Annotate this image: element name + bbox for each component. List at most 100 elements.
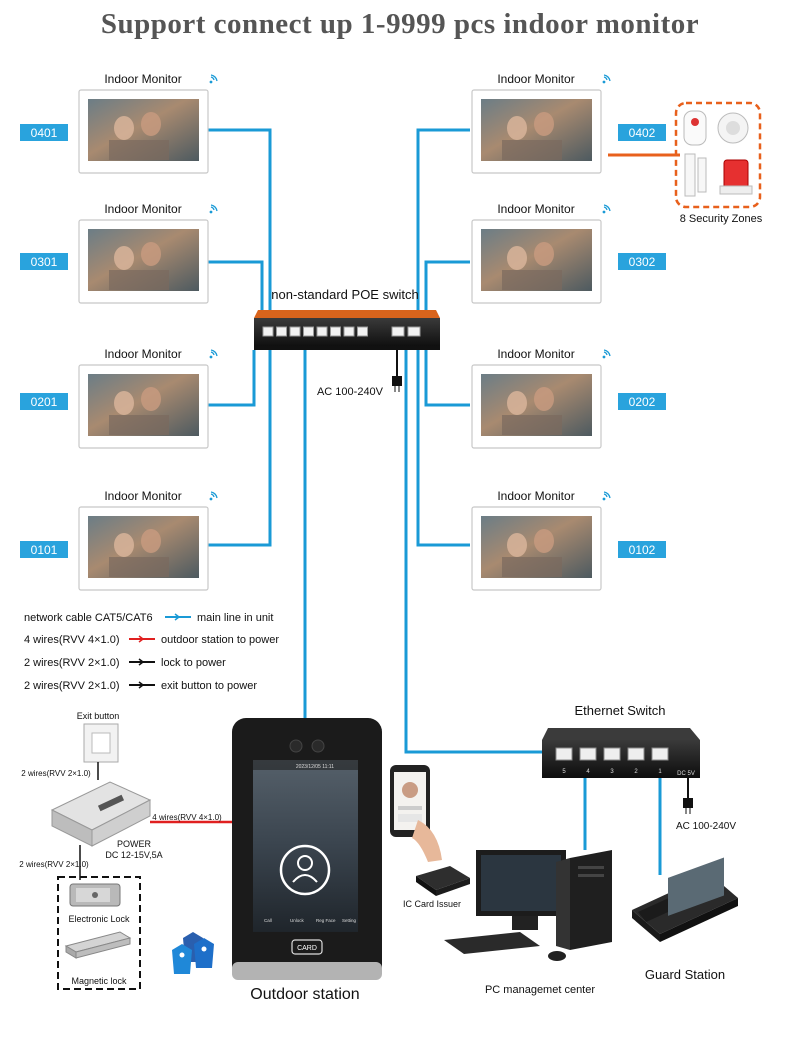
indoor-monitor-label: Indoor Monitor [104, 202, 181, 216]
magnetic-lock-icon [64, 931, 132, 959]
pc-label: PC managemet center [485, 984, 595, 996]
poe-power-label: AC 100-240V [317, 386, 384, 398]
indoor-monitor-0202: Indoor Monitor 0202 [471, 347, 666, 449]
ic-card-label: IC Card Issuer [403, 899, 461, 909]
security-label: 8 Security Zones [680, 213, 763, 225]
wifi-icon [602, 74, 611, 84]
uplink-port [391, 326, 405, 337]
cable-0101 [208, 350, 272, 547]
legend-desc: lock to power [161, 657, 226, 669]
poe-port [316, 326, 328, 337]
legend-row: 2 wires(RVV 2×1.0) lock to power [24, 657, 226, 669]
poe-port [303, 326, 314, 337]
ethernet-port [627, 747, 645, 761]
poe-port [289, 326, 301, 337]
indoor-monitor-label: Indoor Monitor [104, 489, 181, 503]
smartphone-icon [390, 765, 442, 862]
network-cables [208, 128, 662, 875]
ethernet-port [651, 747, 669, 761]
room-number: 0202 [629, 395, 656, 409]
indoor-monitor-0101: Indoor Monitor 0101 [20, 489, 218, 591]
electronic-lock-icon [69, 883, 121, 907]
room-number: 0101 [31, 543, 58, 557]
wifi-icon [209, 349, 218, 359]
indoor-monitor-0201: Indoor Monitor 0201 [20, 347, 218, 449]
room-number: 0302 [629, 255, 656, 269]
indoor-monitor-label: Indoor Monitor [497, 489, 574, 503]
port-number: 4 [586, 769, 590, 775]
eth-plug-icon [683, 798, 693, 808]
legend-row: 2 wires(RVV 2×1.0) exit button to power [24, 680, 257, 692]
room-badge [618, 541, 666, 558]
wifi-icon [602, 491, 611, 501]
power-label-2: DC 12-15V,5A [105, 850, 162, 860]
cable-0301 [208, 260, 264, 350]
guard-station-icon [632, 857, 738, 942]
electronic-lock-label: Electronic Lock [68, 914, 130, 924]
port-number: 5 [562, 769, 566, 775]
pc-icon [444, 850, 612, 961]
wifi-icon [602, 349, 611, 359]
outdoor-menu-item: Unlock [290, 918, 305, 923]
indoor-monitor-label: Indoor Monitor [497, 347, 574, 361]
indoor-monitor-label: Indoor Monitor [104, 347, 181, 361]
security-zone-group [674, 101, 762, 209]
legend-desc: outdoor station to power [161, 634, 279, 646]
ethernet-port [579, 747, 597, 761]
exit-wire-label: 2 wires(RVV 2×1.0) [21, 769, 91, 778]
legend-text: 2 wires(RVV 2×1.0) [24, 657, 119, 669]
room-badge [618, 124, 666, 141]
outdoor-menu-item: Reg Face [316, 918, 336, 923]
locks-frame [57, 876, 141, 990]
cable-0202 [424, 350, 470, 407]
power-label-1: POWER [117, 839, 152, 849]
legend-row: 4 wires(RVV 4×1.0)outdoor station to pow… [24, 634, 279, 646]
wifi-icon [602, 204, 611, 214]
poe-switch-label: non-standard POE switch [271, 287, 418, 302]
wifi-icon [209, 491, 218, 501]
pc-tower-icon [570, 850, 612, 950]
cable-0402 [416, 128, 470, 350]
cable-ethernet [404, 350, 545, 754]
wifi-icon [209, 74, 218, 84]
mouse-icon [548, 951, 566, 961]
wifi-icon [209, 204, 218, 214]
rfid-tags-icon [172, 932, 214, 974]
port-number: 1 [658, 769, 662, 775]
uplink-port [407, 326, 421, 337]
eth-dc-label: DC 5V [677, 771, 695, 777]
room-number: 0201 [31, 395, 58, 409]
exit-button-icon [83, 723, 119, 763]
legend-desc: main line in unit [197, 612, 273, 624]
outdoor-menu-item: Call [264, 918, 272, 923]
room-badge [20, 124, 68, 141]
room-number: 0401 [31, 126, 58, 140]
room-badge [20, 393, 68, 410]
face-recognition-icon [279, 844, 331, 896]
poe-port [343, 326, 355, 337]
cable-0102 [416, 350, 470, 547]
exit-button-label: Exit button [77, 711, 120, 721]
cable-0201 [208, 350, 256, 407]
plug-icon [392, 376, 402, 386]
guard-label: Guard Station [645, 967, 725, 982]
magnetic-lock-label: Magnetic lock [71, 976, 127, 986]
legend-text: 2 wires(RVV 2×1.0) [24, 680, 119, 692]
poe-port [330, 326, 341, 337]
power-supply-icon [50, 781, 152, 847]
room-badge [618, 253, 666, 270]
port-number: 2 [634, 769, 638, 775]
outdoor-station-device [232, 718, 382, 980]
outdoor-time: 2023/12/05 11:11 [296, 764, 334, 770]
door-sensor-icon [684, 153, 696, 197]
legend-desc: exit button to power [161, 680, 257, 692]
legend-text: network cable CAT5/CAT6 [24, 612, 153, 624]
room-number: 0301 [31, 255, 58, 269]
poe-port [262, 326, 274, 337]
card-reader-icon [291, 939, 323, 955]
